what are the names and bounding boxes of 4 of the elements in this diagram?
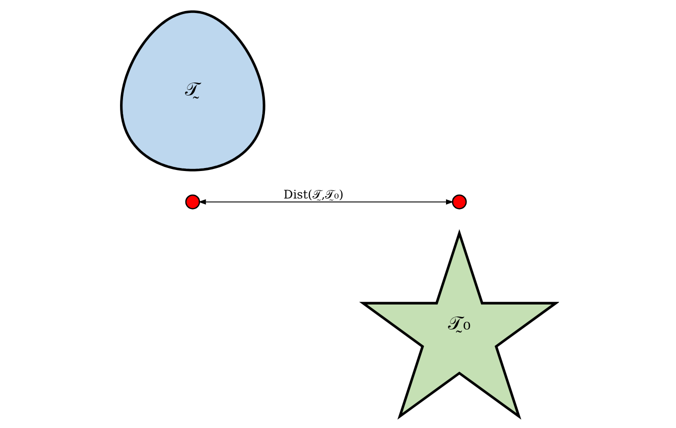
- node-circle: [184, 194, 200, 210]
- edge-label: Dist(𝒯̰,𝒯̰₀): [283, 188, 343, 202]
- node-circle: [451, 194, 466, 210]
- arrow: [198, 199, 454, 205]
